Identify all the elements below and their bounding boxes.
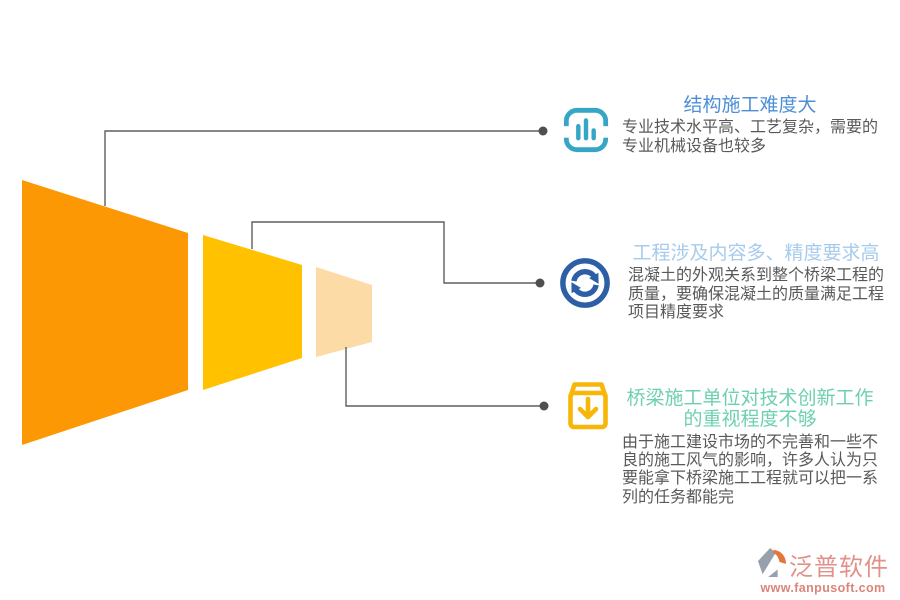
bar-chart-icon bbox=[562, 106, 610, 159]
connector-line-3 bbox=[345, 347, 543, 407]
connector-line-1 bbox=[104, 130, 542, 206]
connector-lines bbox=[104, 130, 543, 407]
connector-line-2 bbox=[251, 221, 539, 284]
callout-title: 结构施工难度大 bbox=[683, 95, 817, 116]
callout-structure-difficulty: 结构施工难度大 专业技术水平高、工艺复杂，需要的专业机械设备也较多 bbox=[622, 95, 878, 156]
logo-url: www.fanpusoft.com bbox=[760, 581, 886, 595]
logo-text: 泛普软件 bbox=[789, 554, 889, 581]
callout-body: 专业技术水平高、工艺复杂，需要的专业机械设备也较多 bbox=[622, 119, 879, 155]
callout-precision-requirement: 工程涉及内容多、精度要求高 混凝土的外观关系到整个桥梁工程的质量，要确保混凝土的… bbox=[628, 243, 884, 322]
sync-icon bbox=[558, 256, 612, 315]
callout-title: 桥梁施工单位对技术创新工作的重视程度不够 bbox=[626, 388, 874, 431]
callout-body: 混凝土的外观关系到整个桥梁工程的质量，要确保混凝土的质量满足工程项目精度要求 bbox=[628, 267, 885, 322]
connector-dots bbox=[535, 126, 549, 411]
funnel-segment-medium bbox=[203, 235, 302, 390]
callout-title: 工程涉及内容多、精度要求高 bbox=[632, 243, 880, 264]
fanpu-logo-icon bbox=[757, 546, 787, 583]
fanpu-logo: 泛普软件 www.fanpusoft.com bbox=[756, 546, 890, 595]
connector-dot-3 bbox=[539, 401, 549, 411]
callout-body: 由于施工建设市场的不完善和一些不良的施工风气的影响，许多人认为只要能拿下桥梁施工… bbox=[622, 433, 879, 506]
box-download-icon bbox=[563, 379, 613, 438]
connector-dot-1 bbox=[538, 126, 548, 136]
funnel-segment-large bbox=[22, 180, 188, 445]
connector-dot-2 bbox=[535, 278, 545, 288]
callout-innovation-attention: 桥梁施工单位对技术创新工作的重视程度不够 由于施工建设市场的不完善和一些不良的施… bbox=[622, 388, 878, 507]
funnel-segment-small bbox=[316, 267, 372, 357]
